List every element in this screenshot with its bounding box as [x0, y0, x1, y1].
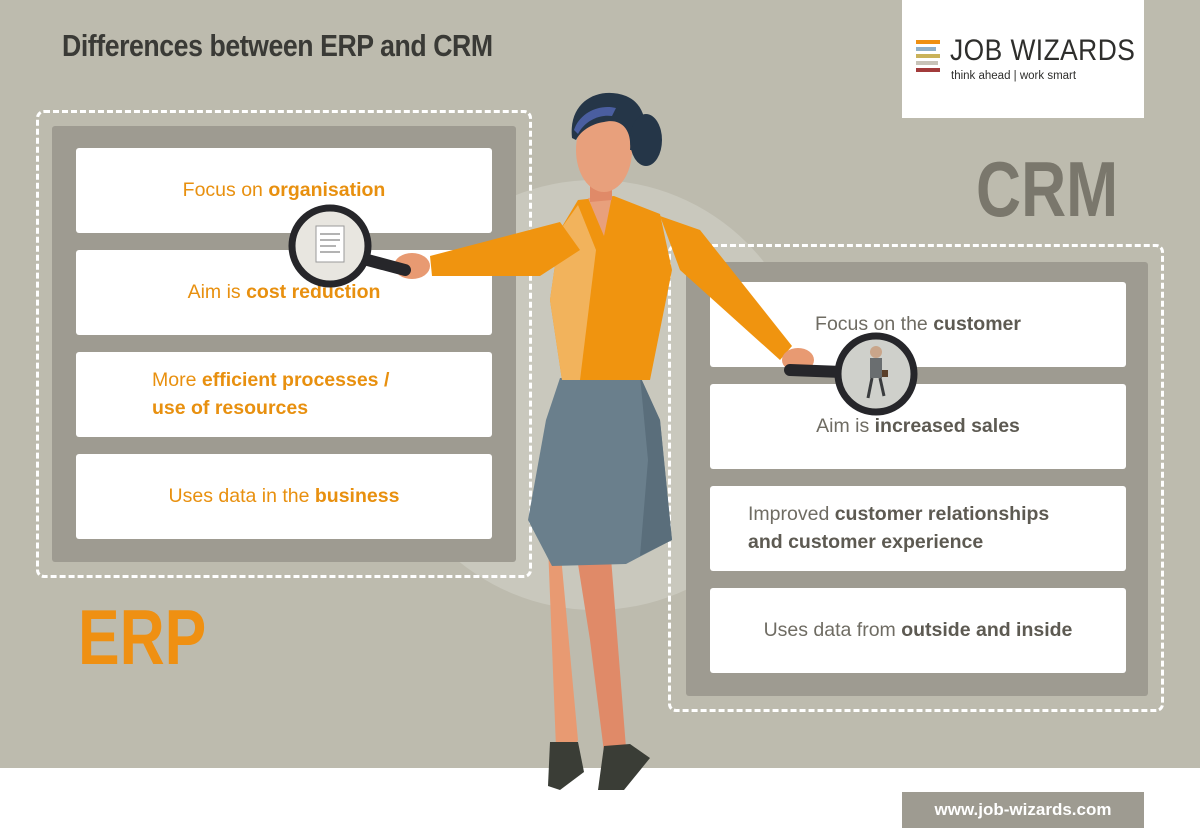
- skirt: [528, 376, 672, 566]
- erp-card: Focus on organisation: [76, 148, 492, 233]
- right-shoe-icon: [598, 744, 650, 790]
- logo-bar: [916, 47, 936, 51]
- page-title: Differences between ERP and CRM: [62, 28, 493, 63]
- logo: JOB WIZARDS think ahead | work smart: [902, 0, 1144, 118]
- hair-bun: [630, 114, 662, 166]
- right-leg: [575, 545, 626, 752]
- magnifier-crm-icon: [784, 332, 918, 416]
- left-shoe-icon: [548, 742, 584, 790]
- logo-tagline: think ahead | work smart: [951, 70, 1077, 82]
- erp-label: ERP: [78, 593, 207, 681]
- logo-name: JOB WIZARDS: [950, 34, 1136, 67]
- footer-url-box: www.job-wizards.com: [902, 792, 1144, 828]
- logo-bar: [916, 61, 938, 65]
- logo-bar: [916, 68, 940, 72]
- website-url[interactable]: www.job-wizards.com: [934, 800, 1112, 819]
- neckline: [588, 196, 612, 236]
- face: [576, 108, 632, 192]
- logo-bar: [916, 54, 940, 58]
- magnifier-erp-icon: [288, 204, 411, 288]
- logo-bars-icon: [916, 40, 942, 76]
- left-leg: [548, 545, 578, 752]
- crm-label: CRM: [976, 145, 1119, 233]
- crm-card: Uses data from outside and inside: [710, 588, 1126, 673]
- right-arm: [660, 216, 792, 360]
- crm-dashed-frame: [668, 244, 1164, 712]
- left-arm: [430, 222, 580, 276]
- logo-bar: [916, 40, 940, 44]
- erp-card: More efficient processes /use of resourc…: [76, 352, 492, 437]
- hair-band: [574, 106, 616, 134]
- erp-card: Uses data in the business: [76, 454, 492, 539]
- hair: [571, 92, 646, 150]
- erp-dashed-frame: [36, 110, 532, 578]
- crm-card: Aim is increased sales: [710, 384, 1126, 469]
- skirt-shadow: [640, 376, 672, 556]
